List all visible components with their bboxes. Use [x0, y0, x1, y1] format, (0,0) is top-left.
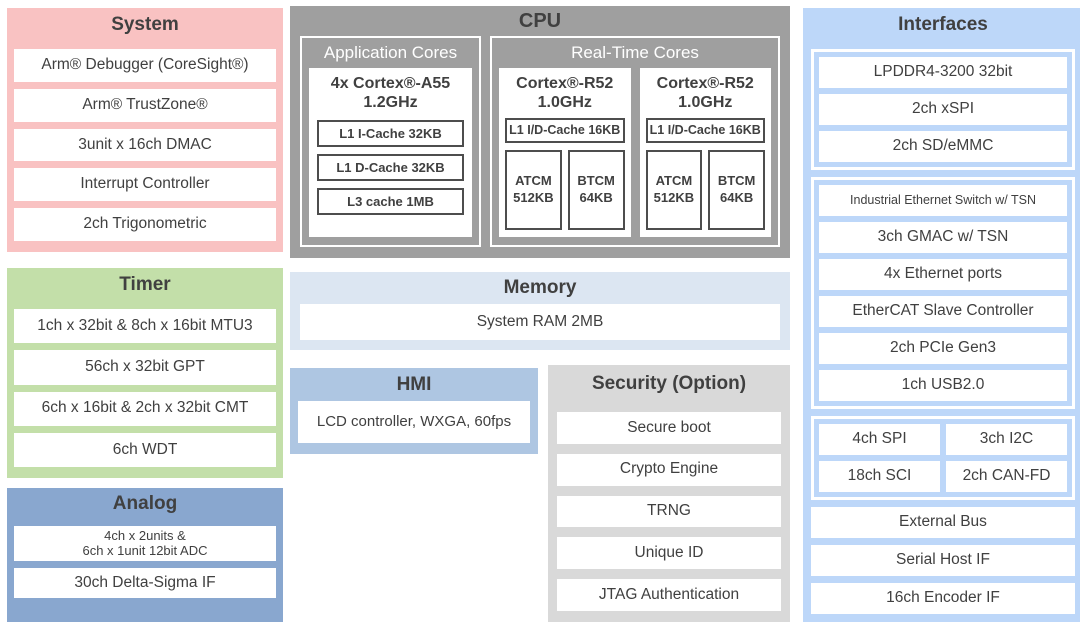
- cortex-r52-frequency: 1.0GHz: [678, 93, 733, 111]
- interface-item-spi: 4ch SPI: [819, 424, 940, 455]
- system-title: System: [111, 14, 179, 35]
- cpu-title: CPU: [518, 9, 562, 32]
- interface-item-ethernet-ports: 4x Ethernet ports: [819, 259, 1067, 290]
- r52-atcm: ATCM 512KB: [505, 149, 562, 230]
- memory-item-system-ram: System RAM 2MB: [300, 304, 780, 340]
- system-item-interrupt-controller: Interrupt Controller: [14, 168, 276, 202]
- analog-title: Analog: [112, 492, 178, 514]
- system-block: System Arm® Debugger (CoreSight®) Arm® T…: [7, 8, 283, 252]
- r52-l1-cache: L1 I/D-Cache 16KB: [645, 117, 765, 143]
- interface-item-usb: 1ch USB2.0: [819, 370, 1067, 401]
- timer-block: Timer 1ch x 32bit & 8ch x 16bit MTU3 56c…: [7, 268, 283, 478]
- interface-item-i2c: 3ch I2C: [946, 424, 1067, 455]
- security-item-trng: TRNG: [557, 495, 781, 528]
- memory-block: Memory System RAM 2MB: [290, 272, 790, 350]
- interface-item-ethernet-switch: Industrial Ethernet Switch w/ TSN: [819, 185, 1067, 216]
- analog-block: Analog 4ch x 2units & 6ch x 1unit 12bit …: [7, 488, 283, 622]
- interface-item-encoder-if: 16ch Encoder IF: [811, 583, 1075, 614]
- interfaces-block: Interfaces LPDDR4-3200 32bit 2ch xSPI 2c…: [803, 8, 1080, 622]
- security-item-unique-id: Unique ID: [557, 537, 781, 570]
- hmi-item-lcd-controller: LCD controller, WXGA, 60fps: [298, 401, 530, 443]
- security-item-jtag-authentication: JTAG Authentication: [557, 579, 781, 611]
- timer-item-cmt: 6ch x 16bit & 2ch x 32bit CMT: [14, 391, 276, 426]
- interface-item-sd-emmc: 2ch SD/eMMC: [819, 131, 1067, 162]
- r52-btcm: BTCM 64KB: [708, 149, 765, 230]
- security-block: Security (Option) Secure boot Crypto Eng…: [548, 365, 790, 622]
- r52-atcm: ATCM 512KB: [645, 149, 703, 230]
- hmi-block: HMI LCD controller, WXGA, 60fps: [290, 368, 538, 454]
- system-item-dmac: 3unit x 16ch DMAC: [14, 128, 276, 162]
- interface-item-can-fd: 2ch CAN-FD: [946, 461, 1067, 492]
- cpu-block: CPU Application Cores 4x Cortex®-A55 1.2…: [290, 6, 790, 258]
- r52-tcm-row: ATCM 512KB BTCM 64KB: [505, 149, 625, 230]
- interface-item-pcie: 2ch PCIe Gen3: [819, 333, 1067, 364]
- timer-title: Timer: [119, 274, 171, 295]
- cortex-r52-name: Cortex®-R52: [656, 75, 754, 92]
- timer-item-wdt: 6ch WDT: [14, 432, 276, 467]
- a55-l1-icache: L1 I-Cache 32KB: [317, 119, 464, 147]
- system-item-trigonometric: 2ch Trigonometric: [14, 208, 276, 241]
- r52-btcm: BTCM 64KB: [567, 149, 625, 230]
- realtime-cores-group: Real-Time Cores Cortex®-R52 1.0GHz L1 I/…: [490, 36, 780, 247]
- system-item-trustzone: Arm® TrustZone®: [14, 88, 276, 122]
- interface-item-xspi: 2ch xSPI: [819, 94, 1067, 125]
- cortex-a55-card: 4x Cortex®-A55 1.2GHz L1 I-Cache 32KB L1…: [309, 68, 472, 237]
- interface-item-lpddr4: LPDDR4-3200 32bit: [819, 57, 1067, 88]
- cortex-r52-name: Cortex®-R52: [516, 75, 614, 92]
- system-item-debugger: Arm® Debugger (CoreSight®): [14, 49, 276, 82]
- interface-item-serial-host-if: Serial Host IF: [811, 545, 1075, 576]
- interfaces-serial-group: 4ch SPI 3ch I2C 18ch SCI 2ch CAN-FD: [811, 416, 1075, 500]
- cortex-a55-name: 4x Cortex®-A55: [330, 75, 451, 92]
- cortex-r52-card-2: Cortex®-R52 1.0GHz L1 I/D-Cache 16KB ATC…: [639, 68, 771, 237]
- analog-item-delta-sigma: 30ch Delta-Sigma IF: [14, 567, 276, 598]
- hmi-title: HMI: [396, 373, 432, 395]
- r52-tcm-row: ATCM 512KB BTCM 64KB: [645, 149, 765, 230]
- timer-item-mtu3: 1ch x 32bit & 8ch x 16bit MTU3: [14, 309, 276, 344]
- cpu-core-groups: Application Cores 4x Cortex®-A55 1.2GHz …: [290, 36, 790, 258]
- interfaces-memory-group: LPDDR4-3200 32bit 2ch xSPI 2ch SD/eMMC: [811, 49, 1075, 170]
- interfaces-other-group: External Bus Serial Host IF 16ch Encoder…: [811, 507, 1075, 614]
- memory-title: Memory: [503, 277, 577, 298]
- application-cores-group: Application Cores 4x Cortex®-A55 1.2GHz …: [300, 36, 481, 247]
- interfaces-title: Interfaces: [898, 14, 988, 35]
- security-title: Security (Option): [591, 372, 747, 394]
- cortex-r52-frequency: 1.0GHz: [537, 93, 592, 111]
- a55-l1-dcache: L1 D-Cache 32KB: [317, 153, 464, 181]
- application-cores-title: Application Cores: [323, 43, 458, 62]
- interface-item-gmac: 3ch GMAC w/ TSN: [819, 222, 1067, 253]
- security-item-crypto-engine: Crypto Engine: [557, 453, 781, 486]
- realtime-cores-title: Real-Time Cores: [571, 43, 699, 62]
- interface-item-sci: 18ch SCI: [819, 461, 940, 492]
- security-item-secure-boot: Secure boot: [557, 412, 781, 444]
- r52-l1-cache: L1 I/D-Cache 16KB: [505, 117, 625, 143]
- a55-l3-cache: L3 cache 1MB: [317, 187, 464, 215]
- interfaces-network-group: Industrial Ethernet Switch w/ TSN 3ch GM…: [811, 177, 1075, 409]
- analog-item-adc: 4ch x 2units & 6ch x 1unit 12bit ADC: [14, 526, 276, 561]
- cortex-r52-card-1: Cortex®-R52 1.0GHz L1 I/D-Cache 16KB ATC…: [499, 68, 631, 237]
- interface-item-ethercat: EtherCAT Slave Controller: [819, 296, 1067, 327]
- timer-item-gpt: 56ch x 32bit GPT: [14, 350, 276, 385]
- cortex-a55-frequency: 1.2GHz: [363, 93, 418, 111]
- realtime-cores-row: Cortex®-R52 1.0GHz L1 I/D-Cache 16KB ATC…: [499, 68, 771, 237]
- interface-item-external-bus: External Bus: [811, 507, 1075, 538]
